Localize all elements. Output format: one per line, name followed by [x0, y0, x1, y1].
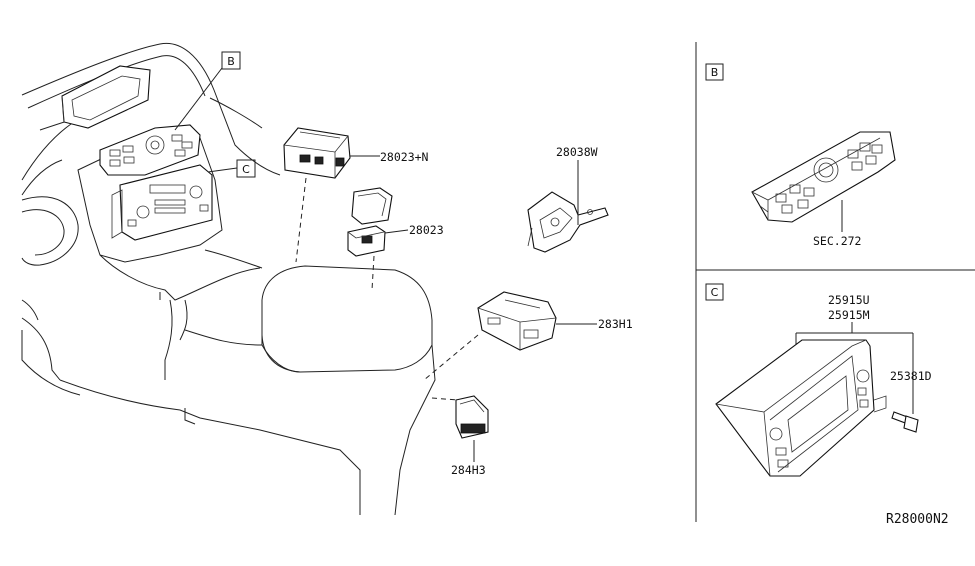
label-28023n: 28023+N	[380, 150, 429, 164]
label-283h1: 283H1	[598, 317, 633, 331]
callout-b-letter: B	[227, 55, 235, 68]
label-25915m: 25915M	[828, 308, 870, 322]
part-284h3-drawing	[431, 395, 489, 462]
callout-b: B	[174, 51, 241, 131]
dashboard-console-drawing	[21, 42, 436, 516]
part-28023-drawing	[347, 187, 409, 291]
label-sec272: SEC.272	[813, 234, 861, 248]
part-28023n-drawing	[283, 127, 380, 263]
panel-b: B SEC.272	[705, 63, 896, 248]
part-28038w-drawing	[527, 160, 609, 253]
label-28023: 28023	[409, 223, 444, 237]
panel-c: C 25915U 25915M 25381D	[705, 283, 932, 477]
panel-b-letter: B	[711, 66, 719, 79]
callout-c: C	[207, 159, 256, 178]
callout-c-letter: C	[242, 163, 250, 176]
label-28038w: 28038W	[556, 145, 598, 159]
diagram-code: R28000N2	[886, 512, 949, 527]
label-284h3: 284H3	[451, 463, 486, 477]
part-283h1-drawing	[423, 291, 597, 381]
label-25915u: 25915U	[828, 293, 870, 307]
panel-c-letter: C	[711, 286, 719, 299]
label-25381d: 25381D	[890, 369, 932, 383]
